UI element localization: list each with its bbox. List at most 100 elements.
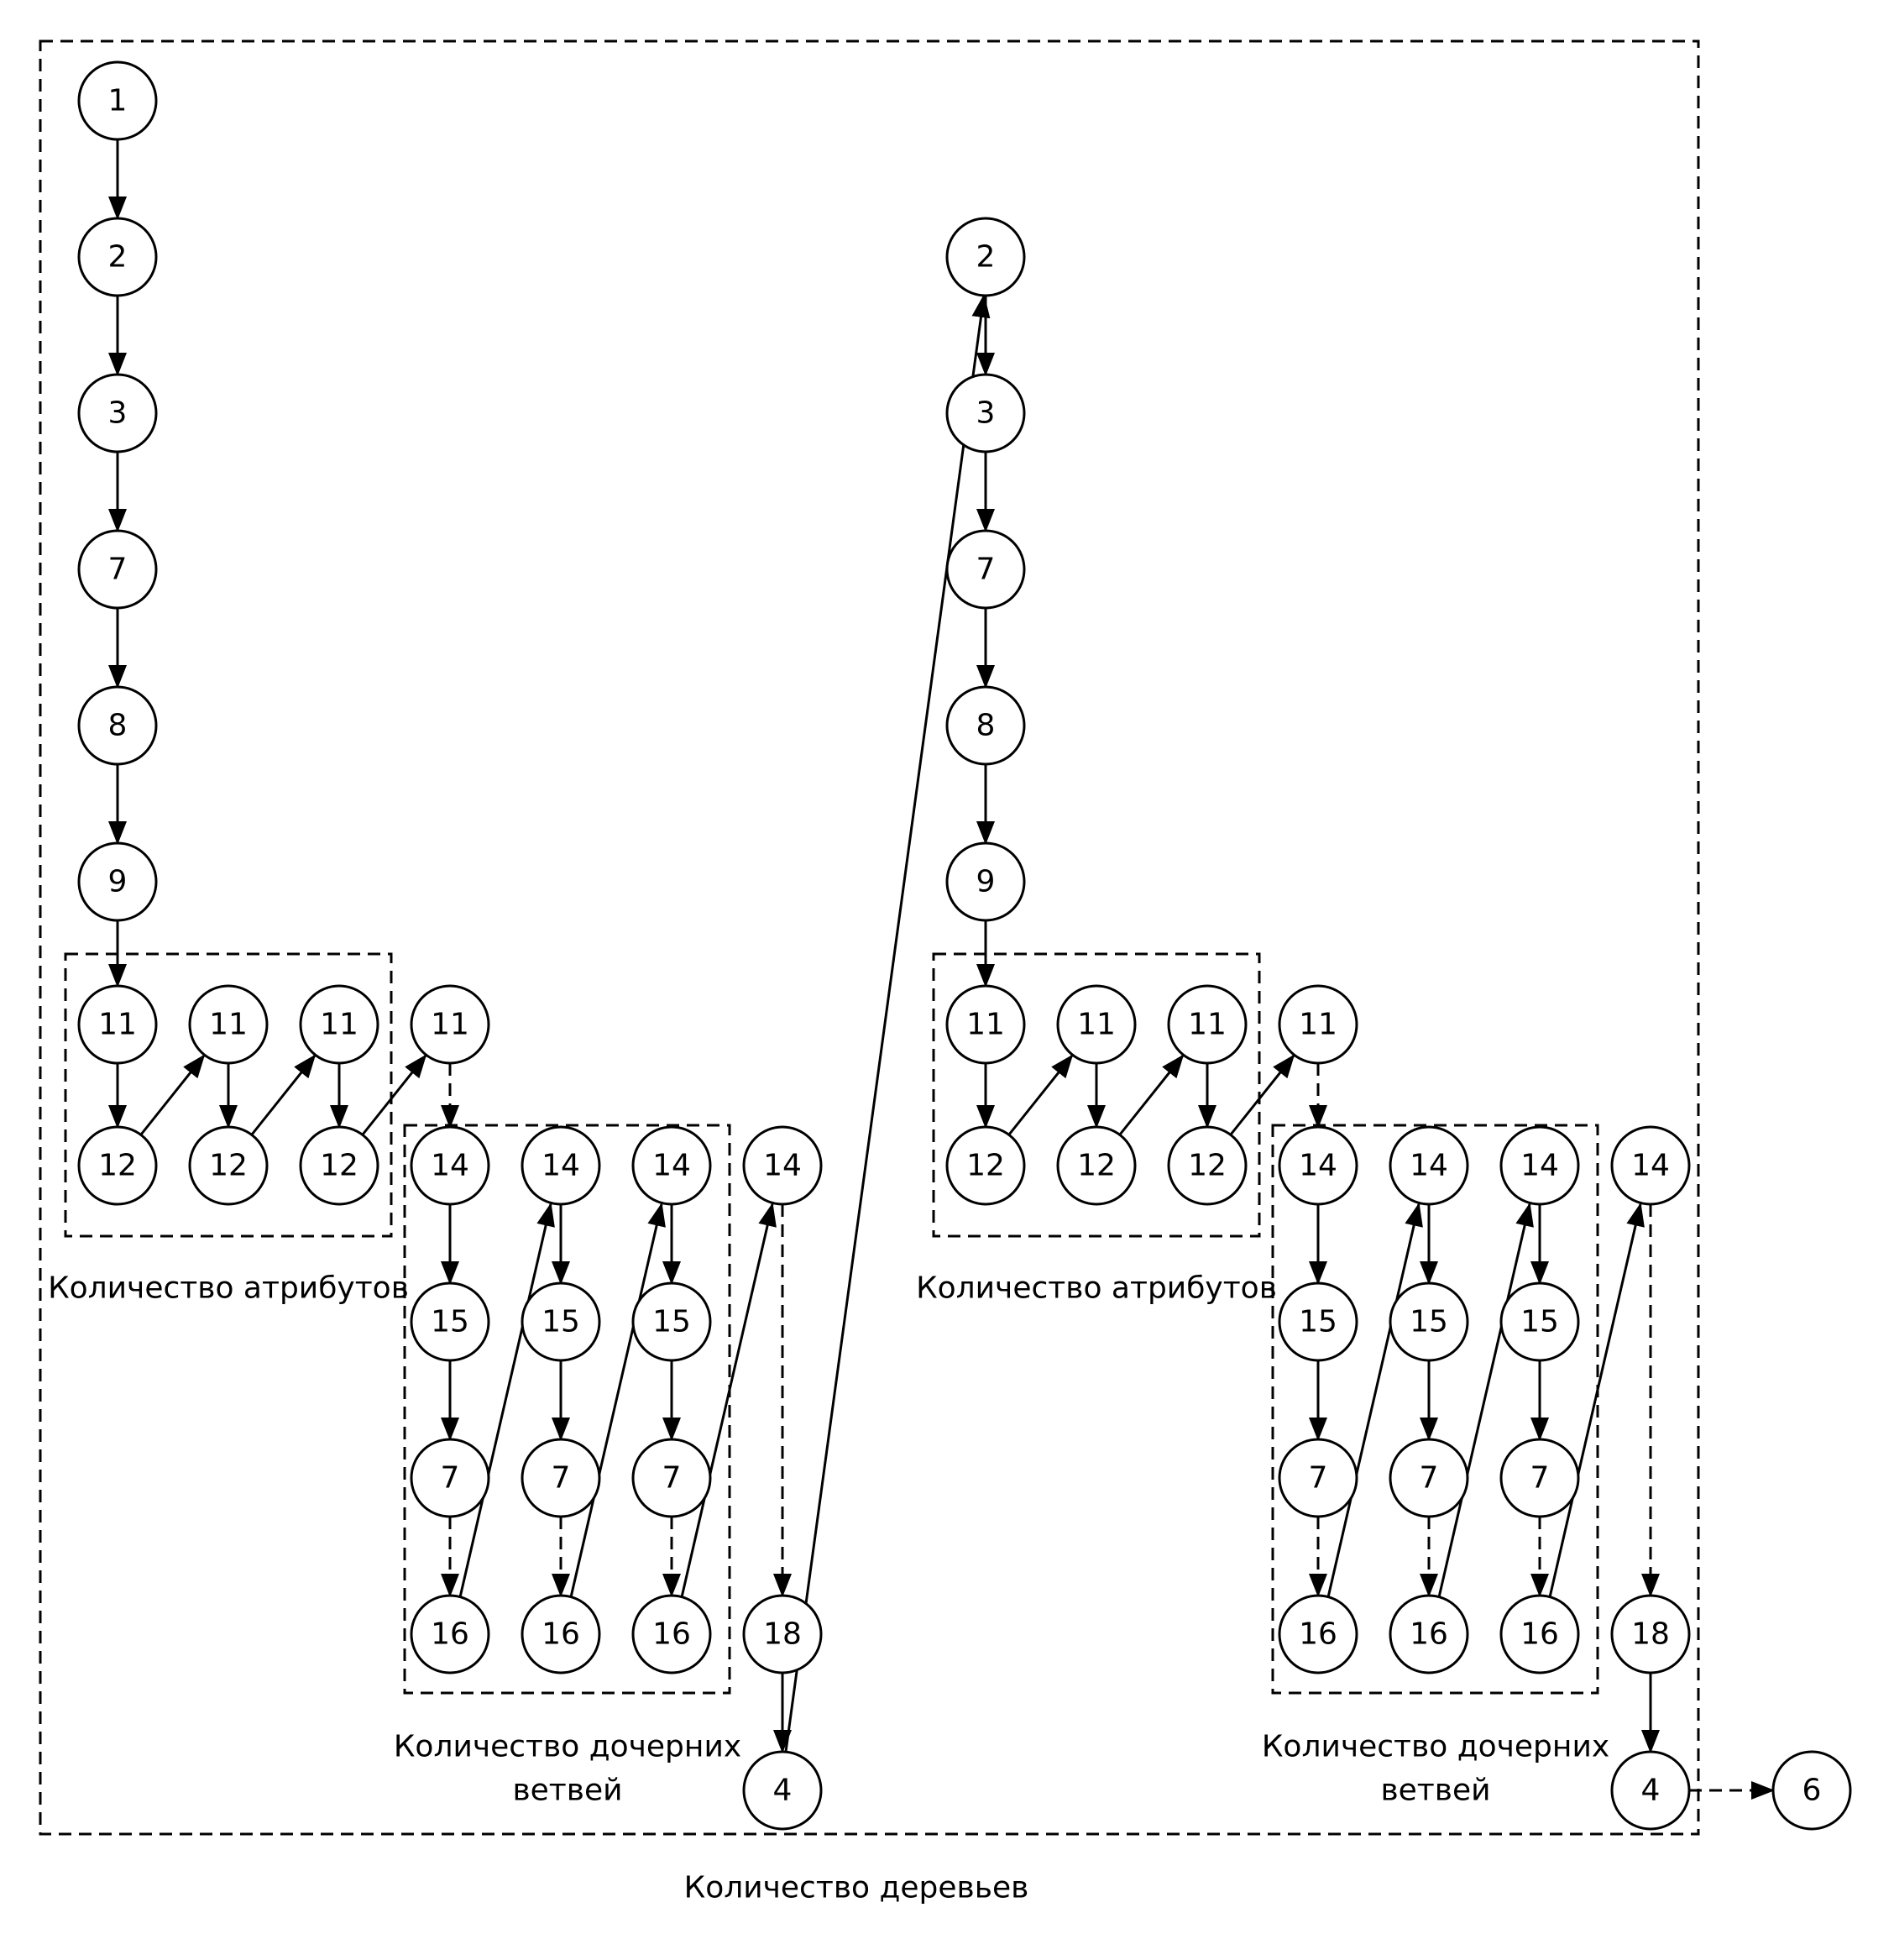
node-b16b: 16	[1389, 1594, 1469, 1674]
node-label: 11	[320, 1008, 358, 1042]
node-label: 9	[108, 865, 128, 899]
edge-16-14	[458, 1203, 555, 1598]
node-label: 12	[209, 1149, 248, 1183]
node-label: 11	[1299, 1008, 1337, 1042]
node-label: 15	[1410, 1305, 1448, 1339]
node-b15c: 15	[1499, 1281, 1580, 1362]
attributes-group-box-1	[64, 952, 393, 1238]
node-label: 15	[1299, 1305, 1337, 1339]
branches-label-2-line1: Количество дочерних	[1262, 1730, 1609, 1764]
node-a16c: 16	[631, 1594, 712, 1674]
node-label: 11	[1188, 1008, 1227, 1042]
node-b7c: 7	[1499, 1438, 1580, 1518]
node-label: 15	[431, 1305, 469, 1339]
node-label: 14	[763, 1149, 802, 1183]
node-b7: 7	[945, 529, 1026, 610]
node-label: 18	[763, 1617, 802, 1652]
node-b12a: 12	[945, 1125, 1026, 1206]
edge-12-11	[1007, 1054, 1074, 1135]
node-b15b: 15	[1389, 1281, 1469, 1362]
node-b14b: 14	[1389, 1125, 1469, 1206]
node-a12a: 12	[77, 1125, 158, 1206]
node-label: 9	[976, 865, 996, 899]
branches-label-1-line1: Количество дочерних	[394, 1730, 741, 1764]
node-b11a: 11	[945, 984, 1026, 1065]
node-a7c: 7	[631, 1438, 712, 1518]
node-a8: 8	[77, 685, 158, 766]
node-label: 7	[1530, 1461, 1550, 1496]
node-label: 7	[108, 553, 128, 587]
node-label: 15	[652, 1305, 691, 1339]
node-label: 7	[1420, 1461, 1439, 1496]
node-b7b: 7	[1389, 1438, 1469, 1518]
node-6: 6	[1771, 1750, 1852, 1831]
node-a16a: 16	[410, 1594, 490, 1674]
edge-16-14	[1437, 1203, 1534, 1598]
node-label: 3	[976, 396, 996, 431]
node-label: 6	[1802, 1774, 1822, 1808]
node-label: 7	[1309, 1461, 1328, 1496]
branches-label-2-line2: ветвей	[1380, 1774, 1490, 1808]
node-a14b: 14	[521, 1125, 601, 1206]
node-b14c: 14	[1499, 1125, 1580, 1206]
node-label: 11	[1077, 1008, 1116, 1042]
branches-group-box-1	[403, 1124, 731, 1695]
edge-12-11	[361, 1054, 427, 1135]
node-b12c: 12	[1167, 1125, 1248, 1206]
node-label: 12	[320, 1149, 358, 1183]
node-b3: 3	[945, 373, 1026, 453]
node-label: 7	[662, 1461, 682, 1496]
edge-12-11	[139, 1054, 206, 1135]
node-label: 15	[542, 1305, 580, 1339]
edge-16-14	[1548, 1203, 1645, 1598]
node-a1: 1	[77, 60, 158, 141]
edge-16-14	[569, 1203, 666, 1598]
node-label: 16	[1410, 1617, 1448, 1652]
node-label: 16	[1520, 1617, 1559, 1652]
node-b12b: 12	[1056, 1125, 1137, 1206]
trees-label: Количество деревьев	[684, 1871, 1029, 1905]
node-b11d: 11	[1278, 984, 1358, 1065]
node-label: 16	[652, 1617, 691, 1652]
node-b14d: 14	[1610, 1125, 1691, 1206]
node-a12b: 12	[188, 1125, 269, 1206]
node-label: 16	[542, 1617, 580, 1652]
node-label: 14	[1520, 1149, 1559, 1183]
edges-layer	[108, 139, 1775, 1800]
node-b2: 2	[945, 217, 1026, 297]
node-label: 12	[1188, 1149, 1227, 1183]
node-label: 8	[976, 709, 996, 743]
node-a11a: 11	[77, 984, 158, 1065]
node-label: 16	[431, 1617, 469, 1652]
node-label: 14	[542, 1149, 580, 1183]
node-b15a: 15	[1278, 1281, 1358, 1362]
node-label: 11	[431, 1008, 469, 1042]
node-label: 15	[1520, 1305, 1559, 1339]
node-b14a: 14	[1278, 1125, 1358, 1206]
node-a3: 3	[77, 373, 158, 453]
edge-16-14	[1326, 1203, 1423, 1598]
node-label: 12	[966, 1149, 1005, 1183]
node-label: 8	[108, 709, 128, 743]
node-a11b: 11	[188, 984, 269, 1065]
node-label: 14	[1410, 1149, 1448, 1183]
node-label: 7	[552, 1461, 571, 1496]
node-b18: 18	[1610, 1594, 1691, 1674]
node-label: 16	[1299, 1617, 1337, 1652]
node-a15c: 15	[631, 1281, 712, 1362]
edge-12-11	[1118, 1054, 1185, 1135]
node-a11d: 11	[410, 984, 490, 1065]
node-b11c: 11	[1167, 984, 1248, 1065]
node-label: 12	[98, 1149, 137, 1183]
node-a2: 2	[77, 217, 158, 297]
node-b11b: 11	[1056, 984, 1137, 1065]
node-label: 1	[108, 84, 128, 118]
node-a14c: 14	[631, 1125, 712, 1206]
attributes-group-box-2	[932, 952, 1261, 1238]
node-label: 14	[1631, 1149, 1670, 1183]
node-label: 18	[1631, 1617, 1670, 1652]
node-label: 4	[773, 1774, 793, 1808]
node-a4: 4	[742, 1750, 823, 1831]
node-label: 14	[652, 1149, 691, 1183]
